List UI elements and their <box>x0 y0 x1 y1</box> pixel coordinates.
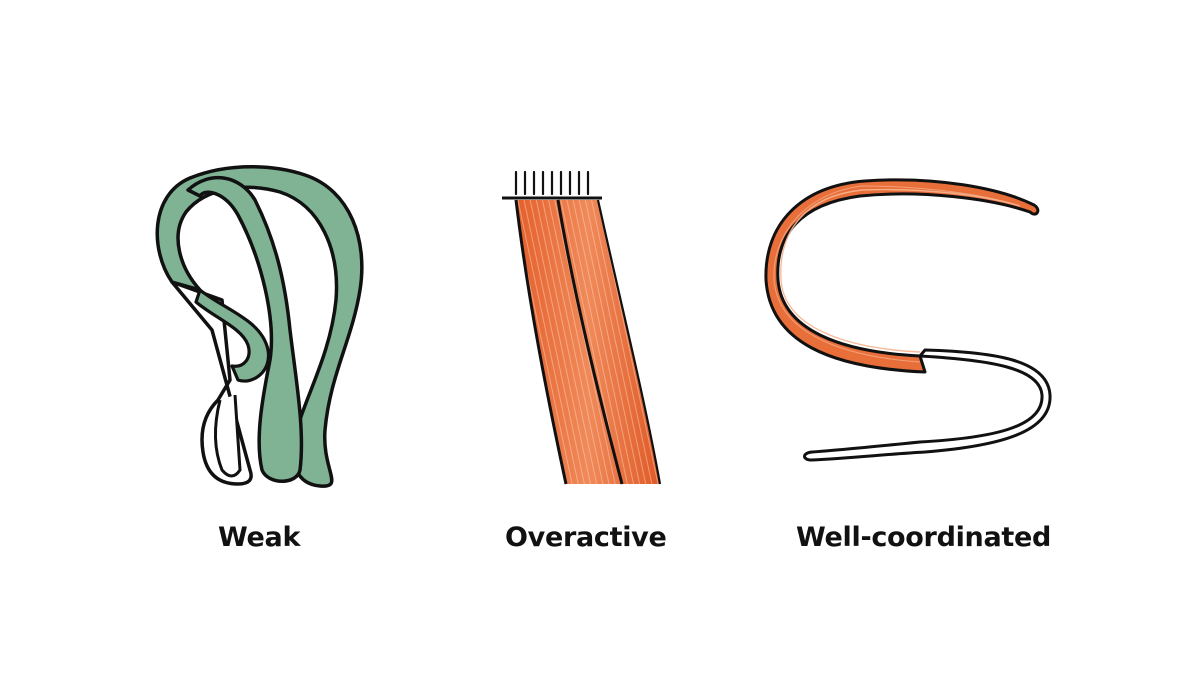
s-curve-muscle-icon <box>764 178 1052 462</box>
label-weak: Weak <box>218 522 301 553</box>
tense-muscle-fibers-icon <box>502 170 662 485</box>
label-well-coordinated: Well-coordinated <box>796 522 1052 553</box>
weak-green-outer-loop <box>155 165 364 488</box>
well-orange-fibers-2 <box>773 185 1011 363</box>
overactive-right-edge <box>596 199 662 485</box>
weak-white-inner-loop <box>213 394 242 478</box>
well-orange-arc <box>764 178 1040 374</box>
label-overactive: Overactive <box>505 522 667 553</box>
overactive-mid-divider <box>556 199 624 485</box>
overactive-left-edge <box>514 199 568 485</box>
weak-green-diagonal-band <box>186 175 304 483</box>
well-white-tail <box>803 348 1052 462</box>
weak-green-curl <box>194 288 271 383</box>
well-orange-fibers <box>780 188 1021 353</box>
tendon-ticks <box>514 170 590 196</box>
tangled-band-icon <box>155 165 364 488</box>
